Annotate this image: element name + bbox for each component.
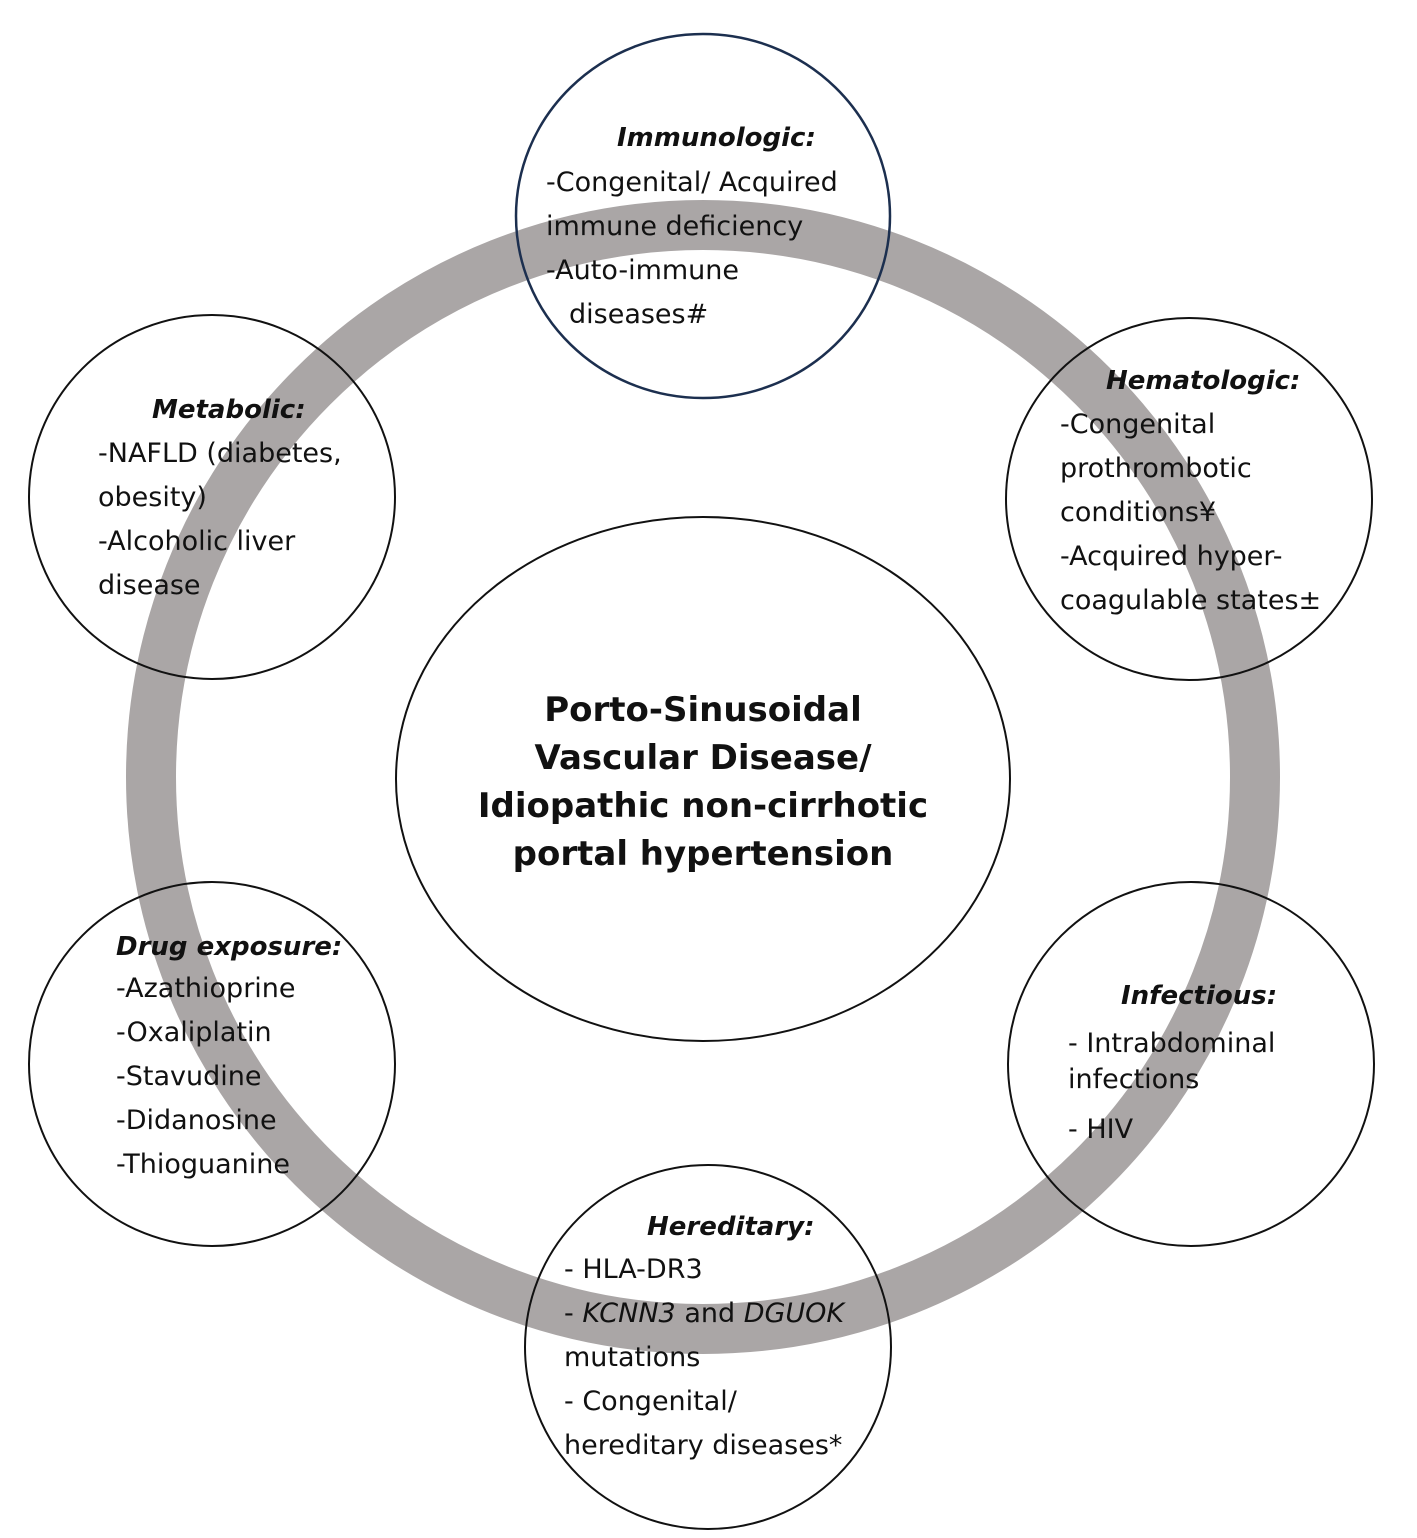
list-item: -Azathioprine xyxy=(116,973,296,1004)
hereditary-list: - HLA-DR3 - KCNN3 and DGUOK mutations - … xyxy=(564,1248,844,1468)
list-item: disease xyxy=(98,570,201,601)
list-item: -Acquired hyper- xyxy=(1060,541,1283,572)
list-item: obesity) xyxy=(98,482,207,513)
hematologic-title: Hematologic: xyxy=(1106,366,1301,396)
list-item: -Didanosine xyxy=(116,1105,277,1136)
immunologic-list: -Congenital/ Acquired immune deficiency … xyxy=(546,161,838,337)
hematologic-circle xyxy=(1005,317,1373,681)
center-title-line: portal hypertension xyxy=(512,834,894,874)
center-title-line: Vascular Disease/ xyxy=(534,738,872,778)
infectious-title: Infectious: xyxy=(1121,981,1278,1011)
immunologic-title: Immunologic: xyxy=(617,123,816,153)
gene-name: DGUOK xyxy=(743,1298,845,1329)
list-item: infections xyxy=(1068,1064,1200,1095)
list-item: - Intrabdominal xyxy=(1068,1028,1276,1059)
list-item: diseases# xyxy=(569,299,709,330)
connecting-ring xyxy=(126,200,1280,1354)
hereditary-title: Hereditary: xyxy=(647,1212,815,1242)
center-title-line: Idiopathic non-cirrhotic xyxy=(477,786,929,826)
hereditary-circle xyxy=(524,1164,892,1530)
center-circle xyxy=(395,516,1011,1042)
infectious-circle xyxy=(1007,881,1375,1247)
list-item: mutations xyxy=(564,1342,701,1373)
hematologic-list: -Congenital prothrombotic conditions¥ -A… xyxy=(1060,403,1321,623)
immunologic-circle xyxy=(514,32,892,400)
metabolic-circle xyxy=(28,314,396,680)
metabolic-list: -NAFLD (diabetes, obesity) -Alcoholic li… xyxy=(98,432,342,608)
center-title: Porto-Sinusoidal Vascular Disease/ Idiop… xyxy=(433,686,973,878)
drug-exposure-list: -Azathioprine -Oxaliplatin -Stavudine -D… xyxy=(116,967,296,1187)
infectious-list: - Intrabdominal infections - HIV xyxy=(1068,1026,1275,1148)
list-item: prothrombotic xyxy=(1060,453,1252,484)
drug-exposure-circle xyxy=(28,881,396,1247)
list-item: hereditary diseases* xyxy=(564,1430,843,1461)
list-item: -NAFLD (diabetes, xyxy=(98,438,342,469)
list-item: immune deficiency xyxy=(546,211,804,242)
list-item: -Congenital xyxy=(1060,409,1216,440)
list-item-prefix: - xyxy=(564,1298,583,1329)
list-item: - KCNN3 and DGUOK xyxy=(564,1292,844,1336)
list-item: -Thioguanine xyxy=(116,1149,291,1180)
list-item: -Congenital/ Acquired xyxy=(546,167,838,198)
list-item: coagulable states± xyxy=(1060,585,1322,616)
metabolic-title: Metabolic: xyxy=(152,395,306,425)
list-item: -Oxaliplatin xyxy=(116,1017,272,1048)
list-item: - HLA-DR3 xyxy=(564,1254,703,1285)
list-item: - Congenital/ xyxy=(564,1386,737,1417)
list-item: conditions¥ xyxy=(1060,497,1217,528)
conjunction: and xyxy=(675,1298,744,1329)
list-item: - HIV xyxy=(1068,1114,1134,1145)
list-item: -Alcoholic liver xyxy=(98,526,296,557)
center-title-line: Porto-Sinusoidal xyxy=(544,690,862,730)
list-item: -Auto-immune xyxy=(546,255,740,286)
list-item: -Stavudine xyxy=(116,1061,262,1092)
gene-name: KCNN3 xyxy=(582,1298,676,1329)
drug-exposure-title: Drug exposure: xyxy=(116,932,343,962)
